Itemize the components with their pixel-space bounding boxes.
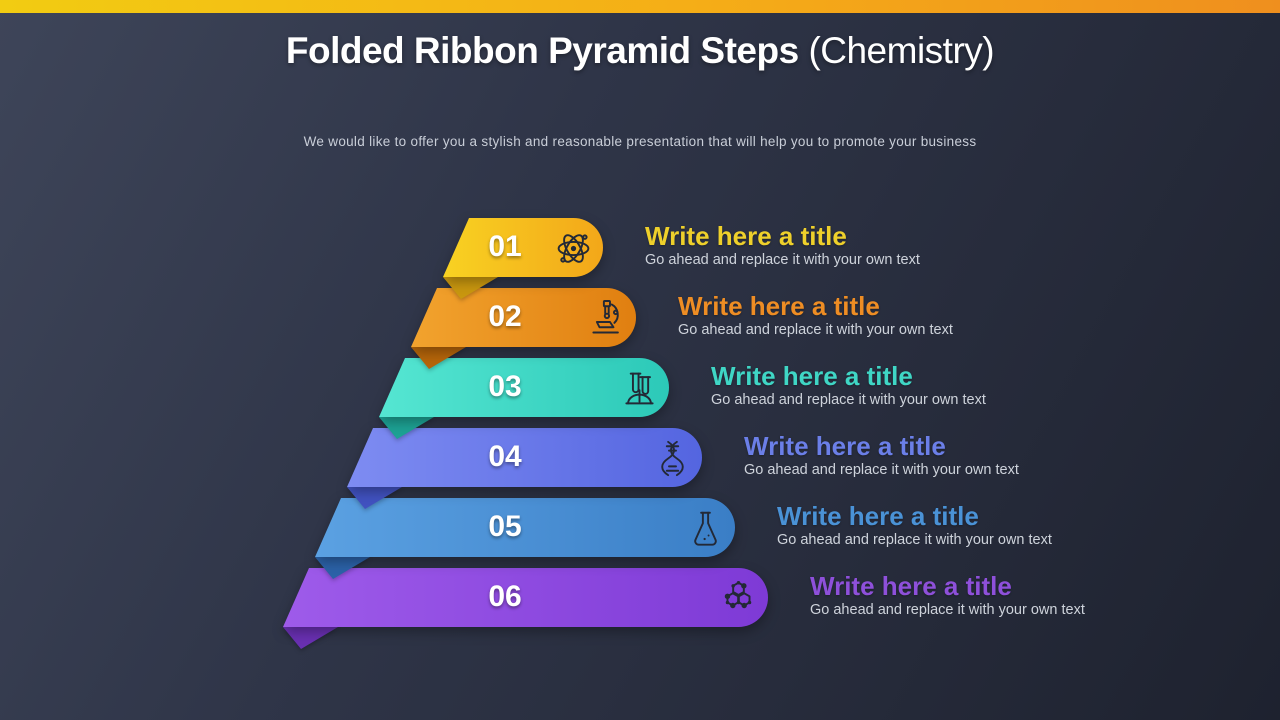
microscope-icon	[592, 300, 619, 334]
step-description: Go ahead and replace it with your own te…	[810, 602, 1085, 618]
ribbon-fold	[379, 417, 434, 439]
ribbon-fold	[283, 627, 338, 649]
molecule-icon	[724, 581, 752, 609]
ribbon-fold	[411, 347, 466, 369]
ribbon-fold	[347, 487, 402, 509]
ribbon-shape	[379, 358, 669, 417]
step-number: 04	[488, 440, 522, 473]
step-title: Write here a title	[711, 361, 913, 391]
step-description: Go ahead and replace it with your own te…	[645, 252, 920, 268]
ribbon-step-3	[379, 358, 669, 439]
step-number: 06	[488, 580, 522, 613]
ribbon-shape	[283, 568, 768, 627]
step-title: Write here a title	[810, 571, 1012, 601]
page-title: Folded Ribbon Pyramid Steps (Chemistry)	[0, 30, 1280, 72]
ribbon-shape	[347, 428, 702, 487]
step-number: 03	[488, 370, 522, 403]
dna-icon	[661, 440, 684, 477]
page-title-main: Folded Ribbon Pyramid Steps	[285, 30, 799, 71]
test-tubes-icon	[625, 372, 654, 405]
ribbon-step-5	[315, 498, 735, 579]
atom-icon	[557, 234, 590, 263]
step-number: 02	[488, 300, 522, 333]
ribbon-shape	[315, 498, 735, 557]
step-description: Go ahead and replace it with your own te…	[777, 532, 1052, 548]
step-title: Write here a title	[744, 431, 946, 461]
flask-icon	[694, 511, 717, 546]
step-title: Write here a title	[678, 291, 880, 321]
step-number: 05	[488, 510, 522, 543]
ribbon-step-4	[347, 428, 702, 509]
step-title: Write here a title	[777, 501, 979, 531]
ribbon-fold	[315, 557, 370, 579]
ribbon-shape	[411, 288, 636, 347]
step-title: Write here a title	[645, 221, 847, 251]
page-subtitle: We would like to offer you a stylish and…	[303, 134, 977, 149]
ribbon-step-1	[443, 218, 603, 299]
page-title-suffix: (Chemistry)	[808, 30, 995, 71]
step-description: Go ahead and replace it with your own te…	[711, 392, 986, 408]
ribbon-step-6	[283, 568, 768, 649]
step-number: 01	[488, 230, 522, 263]
top-accent-bar	[0, 0, 1280, 13]
step-description: Go ahead and replace it with your own te…	[744, 462, 1019, 478]
step-description: Go ahead and replace it with your own te…	[678, 322, 953, 338]
ribbon-fold	[443, 277, 498, 299]
ribbon-step-2	[411, 288, 636, 369]
